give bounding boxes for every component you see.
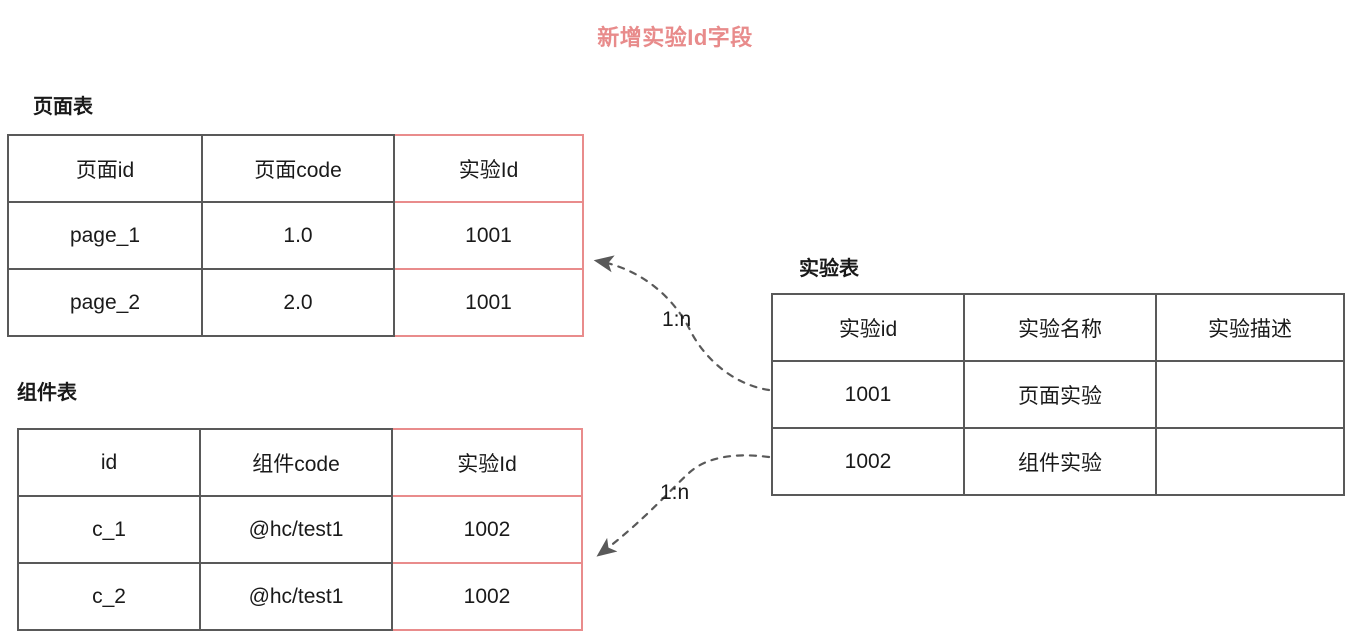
- cell-experiment-name: 页面实验: [963, 360, 1157, 429]
- table-row: 1001 页面实验: [771, 360, 1345, 429]
- column-header-component-code: 组件code: [199, 428, 393, 497]
- table-header-row: id 组件code 实验Id: [17, 428, 583, 497]
- cell-experiment-desc: [1155, 360, 1345, 429]
- cell-component-experiment-id: 1002: [391, 562, 583, 631]
- cell-page-id: page_1: [7, 201, 203, 270]
- column-header-page-id: 页面id: [7, 134, 203, 203]
- cell-page-code: 2.0: [201, 268, 395, 337]
- cardinality-label-page: 1:n: [662, 308, 692, 331]
- cell-component-id: c_2: [17, 562, 201, 631]
- table-header-row: 页面id 页面code 实验Id: [7, 134, 584, 203]
- column-header-component-experiment-id: 实验Id: [391, 428, 583, 497]
- column-header-page-code: 页面code: [201, 134, 395, 203]
- table-row: c_1 @hc/test1 1002: [17, 495, 583, 564]
- cell-component-code: @hc/test1: [199, 495, 393, 564]
- cell-page-id: page_2: [7, 268, 203, 337]
- component-table: id 组件code 实验Id c_1 @hc/test1 1002 c_2 @h…: [17, 428, 583, 631]
- page-table: 页面id 页面code 实验Id page_1 1.0 1001 page_2 …: [7, 134, 584, 337]
- cell-experiment-name: 组件实验: [963, 427, 1157, 496]
- table-header-row: 实验id 实验名称 实验描述: [771, 293, 1345, 362]
- cell-page-experiment-id: 1001: [393, 268, 584, 337]
- table-row: page_1 1.0 1001: [7, 201, 584, 270]
- cell-page-experiment-id: 1001: [393, 201, 584, 270]
- cell-experiment-id: 1002: [771, 427, 965, 496]
- experiment-table: 实验id 实验名称 实验描述 1001 页面实验 1002 组件实验: [771, 293, 1345, 496]
- cell-component-experiment-id: 1002: [391, 495, 583, 564]
- page-table-caption: 页面表: [33, 96, 93, 118]
- column-header-experiment-desc: 实验描述: [1155, 293, 1345, 362]
- component-table-caption: 组件表: [17, 382, 77, 404]
- cell-page-code: 1.0: [201, 201, 395, 270]
- cell-component-code: @hc/test1: [199, 562, 393, 631]
- cell-experiment-id: 1001: [771, 360, 965, 429]
- table-row: 1002 组件实验: [771, 427, 1345, 496]
- column-header-component-id: id: [17, 428, 201, 497]
- column-header-page-experiment-id: 实验Id: [393, 134, 584, 203]
- column-header-experiment-id: 实验id: [771, 293, 965, 362]
- column-header-experiment-name: 实验名称: [963, 293, 1157, 362]
- table-row: page_2 2.0 1001: [7, 268, 584, 337]
- cell-experiment-desc: [1155, 427, 1345, 496]
- experiment-table-caption: 实验表: [799, 258, 859, 280]
- page-title: 新增实验Id字段: [597, 25, 753, 50]
- cardinality-label-component: 1:n: [660, 481, 690, 504]
- table-row: c_2 @hc/test1 1002: [17, 562, 583, 631]
- cell-component-id: c_1: [17, 495, 201, 564]
